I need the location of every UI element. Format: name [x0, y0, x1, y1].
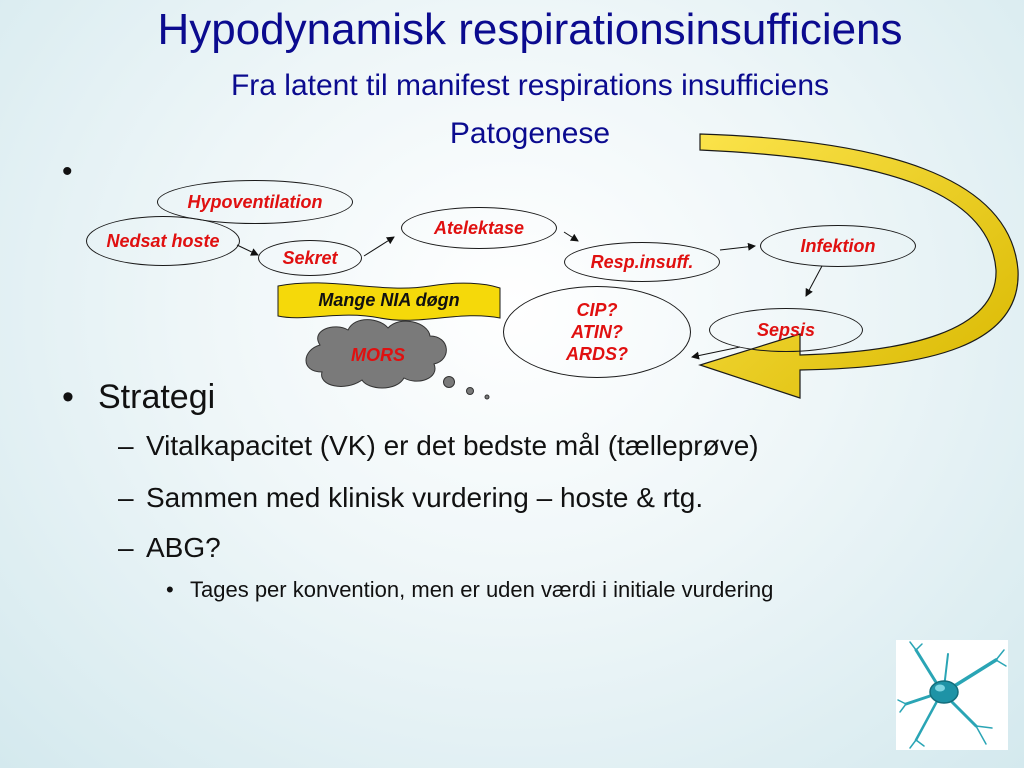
subtitle-patogenese: Patogenese — [449, 117, 611, 150]
empty-bullet: • — [62, 155, 73, 188]
arrow-nedsat-sekret — [236, 244, 259, 256]
mors-cloud-shape — [305, 319, 490, 400]
nia-banner-shape — [277, 282, 501, 321]
strategy-subitem: •Tages per konvention, men er uden værdi… — [166, 577, 774, 602]
node-atelektase: Atelektase — [401, 207, 557, 249]
node-sekret: Sekret — [258, 240, 362, 276]
big-curved-arrow — [698, 133, 1019, 399]
node-infektion: Infektion — [760, 225, 916, 267]
node-atin: ATIN? — [571, 322, 623, 342]
node-cip: CIP? — [576, 300, 618, 320]
arrow-infektion-sepsis — [805, 265, 823, 297]
subtitle: Fra latent til manifest respirations ins… — [230, 69, 830, 102]
arrow-sepsis-cip — [691, 346, 741, 360]
arrow-atelektase-resp — [563, 231, 579, 242]
strategy-heading: •Strategi — [62, 378, 216, 416]
arrow-resp-infektion — [719, 242, 756, 251]
node-sepsis: Sepsis — [709, 308, 863, 352]
strategy-item-text: ABG? — [146, 532, 221, 563]
strategy-item-text: Sammen med klinisk vurdering – hoste & r… — [146, 482, 704, 513]
node-hypoventilation: Hypoventilation — [157, 180, 353, 224]
strategy-item: –Sammen med klinisk vurdering – hoste & … — [118, 482, 704, 513]
strategy-heading-text: Strategi — [98, 378, 216, 416]
node-ards: ARDS? — [566, 344, 628, 364]
neuron-icon — [896, 640, 1008, 750]
node-nedsat-hoste: Nedsat hoste — [86, 216, 240, 266]
strategy-subitem-text: Tages per konvention, men er uden værdi … — [190, 577, 774, 602]
node-resp-insuff: Resp.insuff. — [564, 242, 720, 282]
strategy-item-text: Vitalkapacitet (VK) er det bedste mål (t… — [146, 430, 759, 461]
mors-cloud-label: MORS — [351, 344, 405, 365]
strategy-item: –ABG? — [118, 532, 221, 563]
nia-banner-label: Mange NIA døgn — [318, 289, 460, 310]
node-cip-atin-ards: CIP? ATIN? ARDS? — [503, 286, 691, 378]
page-title: Hypodynamisk respirationsinsufficiens — [157, 5, 903, 54]
strategy-item: –Vitalkapacitet (VK) er det bedste mål (… — [118, 430, 759, 461]
arrow-sekret-atelektase — [363, 236, 395, 257]
